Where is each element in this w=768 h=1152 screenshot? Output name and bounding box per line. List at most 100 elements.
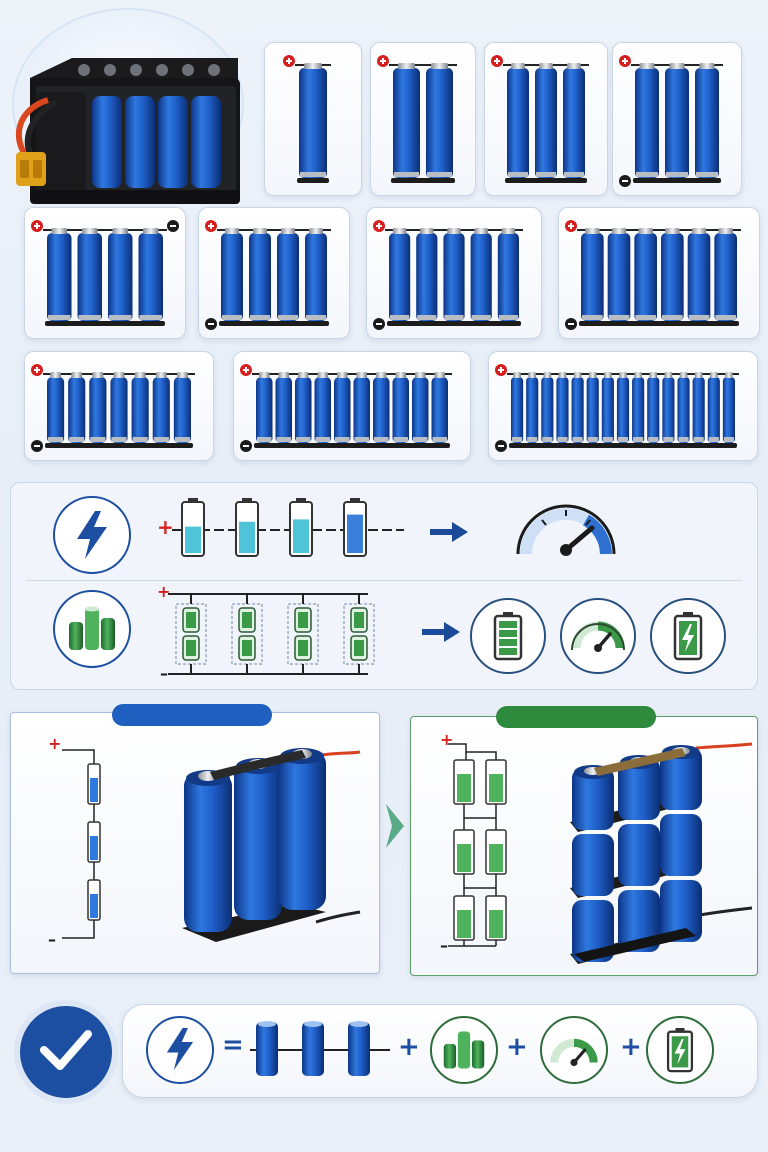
- pack-cell: [572, 834, 614, 896]
- cell-cap: [176, 372, 188, 378]
- cell-cap: [639, 63, 655, 69]
- cell: [665, 68, 689, 178]
- plus-terminal-icon: [31, 220, 43, 232]
- cell-cap: [278, 372, 290, 378]
- cell: [707, 377, 720, 443]
- cell-bottom: [69, 437, 85, 442]
- cell-cap: [81, 228, 98, 234]
- cell-cap: [634, 372, 643, 378]
- cell-cap: [430, 63, 449, 69]
- holder-base: [45, 321, 165, 326]
- cell-cap: [113, 372, 125, 378]
- cell-bottom: [48, 437, 64, 442]
- speedometer-icon: [516, 504, 616, 556]
- cell-bottom: [663, 437, 674, 442]
- holder-base: [297, 178, 329, 183]
- config-panel-1-cells: [264, 42, 362, 196]
- cell-bottom: [723, 437, 734, 442]
- cell: [275, 377, 292, 443]
- cell-bottom: [693, 437, 704, 442]
- parallel-cell-pair: [343, 594, 375, 674]
- band-divider: [26, 580, 742, 581]
- cell: [221, 233, 243, 321]
- series-pack-header: [112, 704, 272, 726]
- pack-cell: [278, 748, 326, 910]
- cell: [249, 233, 271, 321]
- series-cells-diagram: [172, 498, 404, 557]
- chevron-right-icon: [386, 804, 404, 848]
- holder-base: [505, 178, 587, 183]
- config-cells-1: [283, 55, 331, 183]
- cell-bottom: [662, 315, 683, 320]
- cell-bottom: [636, 172, 658, 177]
- plus-terminal-icon: [495, 364, 507, 376]
- cell: [412, 377, 429, 443]
- battery-full-icon: [470, 598, 546, 674]
- cell-cap: [356, 372, 368, 378]
- schematic-cell: [87, 879, 101, 921]
- cell-cap: [649, 372, 658, 378]
- summary-cell: [348, 1021, 370, 1076]
- parallel-cell-pair: [287, 594, 319, 674]
- config-panel-6-cells: [558, 207, 760, 339]
- speedometer-icon: [560, 598, 636, 674]
- cell: [299, 68, 327, 178]
- cell: [431, 377, 448, 443]
- holder-base: [574, 928, 696, 962]
- arrow-right-icon: [422, 622, 460, 642]
- cell: [138, 233, 163, 321]
- cell-bottom: [306, 315, 326, 320]
- cell-cap: [585, 228, 600, 234]
- cell: [607, 233, 631, 321]
- holder-base: [45, 443, 193, 448]
- cell-bottom: [257, 437, 272, 442]
- plus-terminal-icon: [377, 55, 389, 67]
- cell: [47, 377, 65, 443]
- pack-cell: [234, 758, 282, 920]
- cell-bottom: [666, 172, 688, 177]
- cell-cap: [71, 372, 83, 378]
- cell-bottom: [602, 437, 613, 442]
- cell-bottom: [557, 437, 568, 442]
- cell-cap: [699, 63, 715, 69]
- cell-bottom: [374, 437, 389, 442]
- cell-bottom: [250, 315, 270, 320]
- xt60-connector-icon: [16, 152, 46, 186]
- right-minus: –: [440, 936, 448, 955]
- cell-cap: [638, 228, 653, 234]
- cell-bottom: [109, 315, 132, 320]
- config-panel-2-cells: [370, 42, 476, 196]
- config-cells-4: [31, 220, 179, 326]
- cell-cap: [538, 63, 554, 69]
- config-panel-4-cells: [198, 207, 350, 339]
- cell-bottom: [417, 315, 437, 320]
- config-cells-7: [31, 364, 195, 452]
- schematic-cell: [485, 759, 507, 805]
- cell: [632, 377, 645, 443]
- cell: [692, 377, 705, 443]
- schematic-cell: [453, 829, 475, 875]
- cell-bottom: [390, 315, 410, 320]
- cell: [256, 377, 273, 443]
- config-panel-3-cells: [484, 42, 608, 196]
- cell-cap: [50, 372, 62, 378]
- cell: [571, 377, 584, 443]
- pack-cell: [660, 880, 702, 942]
- cell-cap: [308, 228, 324, 234]
- holder-base: [509, 443, 737, 448]
- cell: [677, 377, 690, 443]
- cell-cap: [92, 372, 104, 378]
- cell-cap: [709, 372, 718, 378]
- summary-plus-3: +: [620, 1032, 642, 1062]
- minus-terminal-icon: [565, 318, 577, 330]
- schematic-cell: [485, 895, 507, 941]
- cell-bottom: [708, 437, 719, 442]
- lightning-icon: [146, 1016, 214, 1084]
- plus-terminal-icon: [491, 55, 503, 67]
- series-cell: [289, 498, 313, 557]
- pack-cell: [618, 824, 660, 886]
- cell-bottom: [582, 315, 603, 320]
- cell: [334, 377, 351, 443]
- cell-cap: [510, 63, 526, 69]
- holder-base: [579, 321, 739, 326]
